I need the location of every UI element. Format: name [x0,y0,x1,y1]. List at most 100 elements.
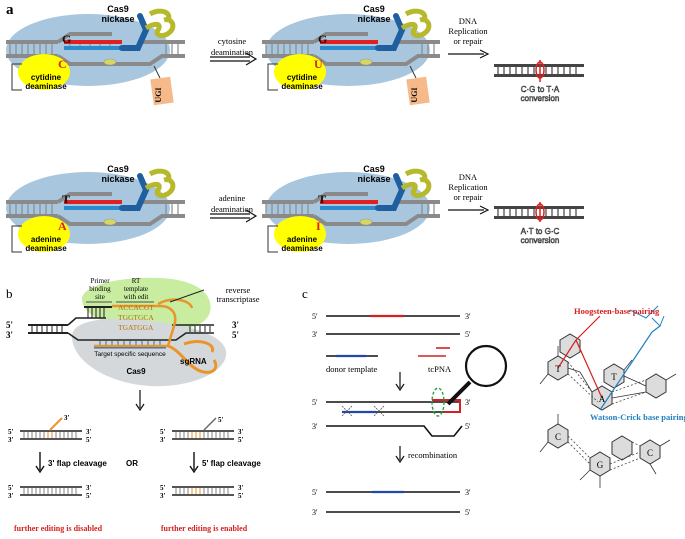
c-three-6: 3' [312,508,318,517]
primer-label-line1: Primer [90,277,110,285]
flap3-result-three-right: 3' [86,484,92,492]
sequence-3: TGATGGA [118,323,154,332]
dna-five-prime-right: 5' [232,330,239,340]
rt-template-line3: with edit [124,293,149,301]
top-step2-line1: DNA [459,16,478,26]
flap5-result-three-right: 3' [238,484,244,492]
rt-label-line2: transcriptase [217,294,260,304]
bottom-step2-line1: DNA [459,172,478,182]
bottom-result-line2: conversion [521,236,560,245]
flap3-three-bottom-left: 3' [8,436,14,444]
bottom-step1-line1: adenine [219,193,246,203]
watson-label: Watson-Crick base pairing [590,412,685,422]
top-left-cas9-nickase: nickase [101,14,134,24]
rt-template-line2: template [124,285,148,293]
bottom-left-deaminase-line1: adenine [31,235,62,244]
bottom-step1-line2: deamination [211,204,254,214]
dna-five-prime-left: 5' [6,320,13,330]
top-step1-line2: deamination [211,47,254,57]
flap5-five-top-left: 5' [160,428,166,436]
dna-three-prime-left: 3' [6,330,13,340]
flap5-five-bottom-right: 5' [238,436,244,444]
flap3-result-five-left: 5' [8,484,14,492]
panel-a-top-left-complex [6,8,185,106]
top-step2-line2: Replication [448,26,488,36]
c-five-5: 5' [312,488,318,497]
bottom-left-base-bottom: A [58,219,67,233]
top-right-deaminase-line2: deaminase [281,82,323,91]
panel-a-bottom-left-complex [6,168,185,253]
panel-b-complex [28,277,227,387]
bottom-arrow-replication [448,205,490,215]
base-C2: C [647,448,653,458]
top-step2-line3: or repair [453,36,482,46]
flap5-result-three-left: 3' [160,492,166,500]
c-three-1: 3' [465,312,471,321]
bottom-left-cas9-nickase: nickase [101,174,134,184]
c-three-4: 3' [312,422,318,431]
target-sequence-label: Target specific sequence [94,351,166,358]
bottom-right-cas9-name: Cas9 [363,164,385,174]
panel-b-label: b [6,286,13,301]
top-right-deaminase-line1: cytidine [287,73,318,82]
or-label: OR [126,459,138,468]
top-result-line1: C·G to T·A [521,85,560,94]
magnifier-icon [446,344,508,406]
bottom-step2-line2: Replication [448,182,488,192]
sequence-1: ACCACGT [118,303,154,312]
flap3-result-five-right: 5' [86,492,92,500]
top-step1-line1: cytosine [218,36,247,46]
flap5-dna [172,417,234,496]
bottom-right-base-top: T [318,192,326,206]
bottom-left-base-top: T [62,192,70,206]
bottom-right-base-bottom: I [316,219,321,233]
flap5-result-five-left: 5' [160,484,166,492]
cleave5-label: 5' flap cleavage [202,459,261,468]
top-arrow-replication [448,49,490,59]
top-result-line2: conversion [521,94,560,103]
panel-c-label: c [302,286,308,301]
c-five-6: 5' [465,508,471,517]
cas9-label: Cas9 [126,367,146,376]
panel-a-bottom-right-complex [262,168,440,253]
primer-label-line2: binding [89,285,111,293]
flap3-end-label: 3' [64,414,70,422]
c-three-2: 3' [312,330,318,339]
bottom-right-cas9-nickase: nickase [357,174,390,184]
flap3-three-top-right: 3' [86,428,92,436]
bottom-left-deaminase-line2: deaminase [25,244,67,253]
c-five-1: 5' [312,312,318,321]
base-triplet-tat [539,305,677,411]
c-three-3: 3' [465,398,471,407]
bottom-right-deaminase-line2: deaminase [281,244,323,253]
panel-b-down-arrow [135,390,145,412]
top-left-base-top: G [62,32,71,46]
rt-label-line1: reverse [226,285,251,295]
sequence-2: TGGTGCA [118,313,154,322]
c-five-2: 5' [465,330,471,339]
cleave3-label: 3' flap cleavage [48,459,107,468]
bottom-arrow-deamination [210,209,258,223]
base-triplet-cgc [539,414,671,488]
top-right-ugi: UGI [410,87,419,102]
base-G: G [597,460,604,470]
donor-label: donor template [326,364,377,374]
result-disabled: further editing is disabled [14,524,103,533]
dna-three-prime-right: 3' [232,320,239,330]
result-enabled: further editing is enabled [161,524,248,533]
bottom-right-deaminase-line1: adenine [287,235,318,244]
flap3-dna [20,417,82,496]
base-T2: T [611,372,617,382]
top-right-cas9-name: Cas9 [363,4,385,14]
bottom-step2-line3: or repair [453,192,482,202]
hoogsteen-label: Hoogsteen-base pairing [574,306,660,316]
top-right-base-bottom: U [314,57,323,71]
flap3-five-bottom-right: 5' [86,436,92,444]
primer-label-line3: site [95,293,105,301]
base-T1: T [555,364,561,374]
panel-a-top-right-complex [262,8,440,106]
bottom-left-cas9-name: Cas9 [107,164,129,174]
rt-template-line1: RT [132,277,141,285]
flap5-result-five-right: 5' [238,492,244,500]
